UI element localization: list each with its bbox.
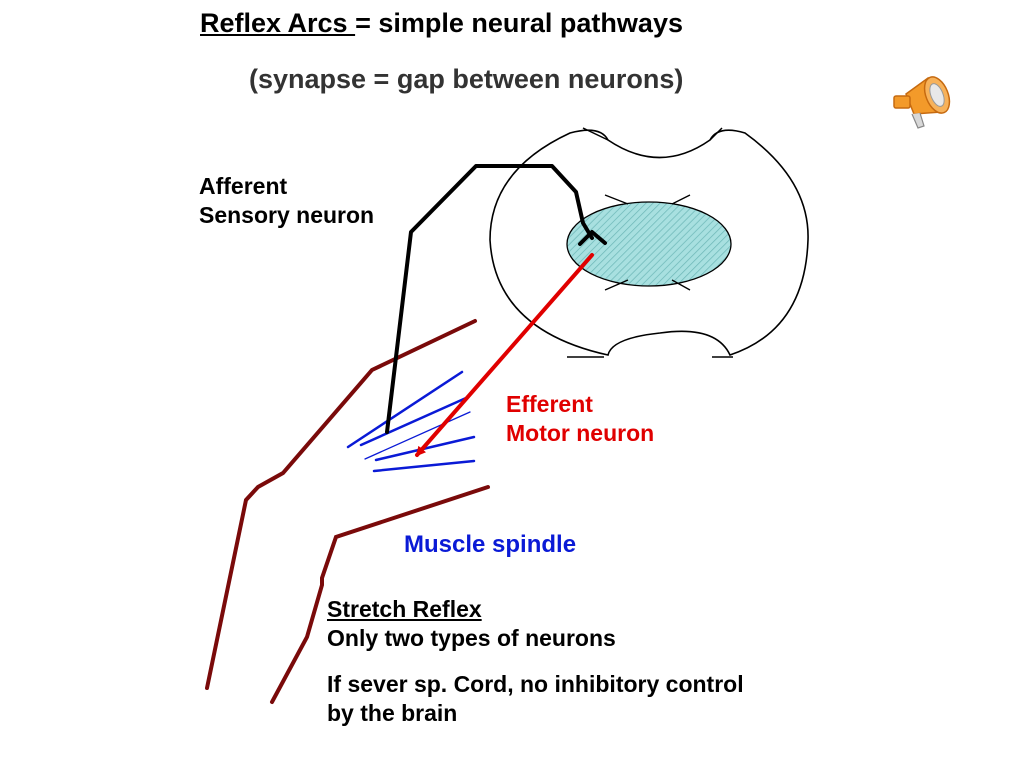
stretch-reflex-heading: Stretch Reflex (327, 596, 482, 622)
efferent-label-line1: Efferent (506, 391, 593, 417)
muscle-spindle-fibers (346, 370, 476, 473)
sever-note-line2: by the brain (327, 700, 458, 726)
title-rest: = simple neural pathways (355, 8, 683, 38)
stretch-reflex-line: Only two types of neurons (327, 625, 616, 651)
efferent-label-line2: Motor neuron (506, 420, 655, 446)
slide-title: Reflex Arcs = simple neural pathways (200, 8, 683, 39)
slide-subtitle: (synapse = gap between neurons) (249, 64, 684, 94)
stretch-reflex-note: Stretch Reflex Only two types of neurons (327, 595, 616, 653)
title-underlined: Reflex Arcs (200, 8, 356, 38)
limb-outline (205, 319, 490, 704)
sever-note: If sever sp. Cord, no inhibitory control… (327, 670, 744, 728)
muscle-spindle-label: Muscle spindle (404, 531, 577, 558)
afferent-label-line1: Afferent (199, 173, 288, 199)
sever-note-line1: If sever sp. Cord, no inhibitory control (327, 671, 744, 697)
afferent-label-line2: Sensory neuron (199, 202, 375, 228)
afferent-sensory-neuron (385, 164, 607, 434)
speaker-icon[interactable] (884, 68, 964, 138)
afferent-label: Afferent Sensory neuron (199, 172, 374, 230)
efferent-label: Efferent Motor neuron (506, 390, 654, 448)
efferent-motor-neuron (415, 253, 594, 457)
gray-matter (566, 194, 732, 291)
